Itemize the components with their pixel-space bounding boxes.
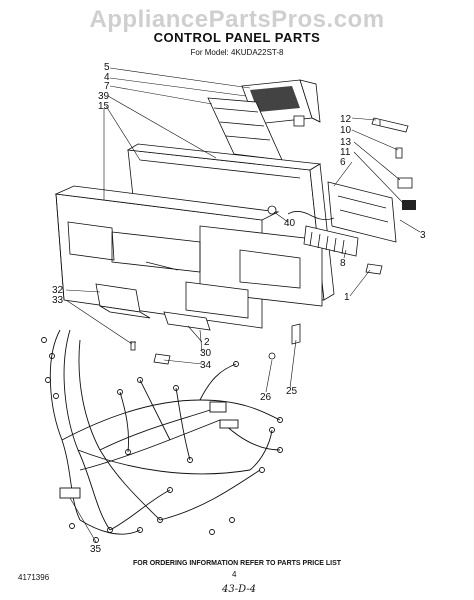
callout-30: 30: [200, 348, 212, 359]
callout-25: 25: [286, 386, 298, 397]
clip-10: [395, 147, 403, 159]
wiring-harness: [41, 329, 283, 543]
bracket-25: [291, 323, 301, 345]
screw-26: [268, 352, 276, 360]
page-number: 4: [232, 570, 237, 579]
callout-6: 6: [340, 157, 346, 168]
callout-40: 40: [284, 218, 296, 229]
callout-13: 13: [340, 137, 352, 148]
callout-34: 34: [200, 360, 212, 371]
leader-lines: [65, 67, 421, 543]
callout-3: 3: [420, 230, 426, 241]
callout-33: 33: [52, 295, 64, 306]
callout-12: 12: [340, 114, 352, 125]
callout-39: 39: [98, 91, 110, 102]
clip-1: [365, 263, 383, 275]
callout-8: 8: [340, 258, 346, 269]
bracket-12: [371, 117, 409, 133]
callout-26: 26: [260, 392, 272, 403]
handwritten-note: 43-D-4: [222, 584, 257, 595]
diagram-title: CONTROL PANEL PARTS: [153, 30, 321, 45]
callout-2: 2: [204, 337, 210, 348]
callout-32: 32: [52, 285, 64, 296]
callout-4: 4: [104, 72, 110, 83]
model-number: For Model: 4KUDA22ST-8: [190, 48, 284, 57]
document-number: 4171396: [18, 573, 50, 582]
display-lens: [95, 283, 151, 319]
screw-33: [130, 341, 136, 351]
panel-trim-strip: [163, 311, 211, 331]
callout-35: 35: [90, 544, 102, 555]
callout-1: 1: [344, 292, 350, 303]
callout-11: 11: [340, 147, 351, 158]
site-watermark: AppliancePartsPros.com: [89, 6, 385, 33]
circuit-board-6: [327, 181, 397, 243]
callout-5: 5: [104, 62, 110, 73]
callout-10: 10: [340, 125, 352, 136]
switch-13: [397, 177, 416, 210]
clip-34: [153, 353, 171, 365]
terminal-block-8: [303, 225, 359, 257]
ordering-note: FOR ORDERING INFORMATION REFER TO PARTS …: [132, 560, 342, 567]
callout-15: 15: [98, 101, 110, 112]
callout-labels: 5 4 7 39 15 12 10 13 11 6 40 3 8 1 32 33…: [52, 62, 426, 555]
callout-7: 7: [104, 81, 110, 92]
